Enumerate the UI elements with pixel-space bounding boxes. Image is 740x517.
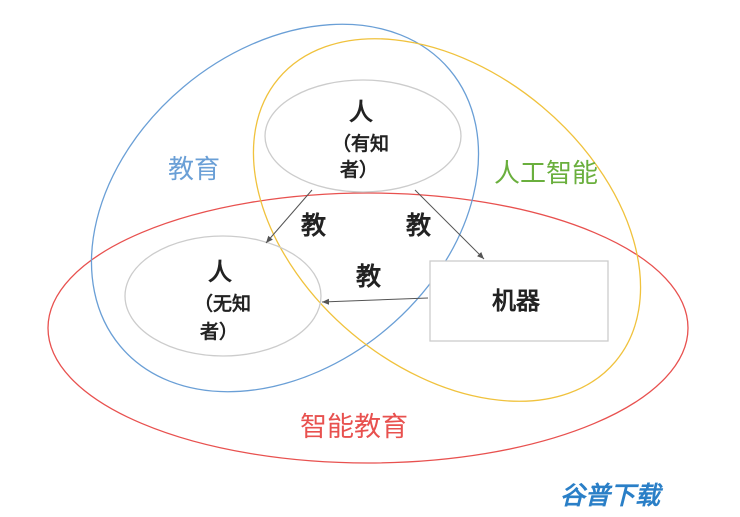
knower-node [264,79,462,193]
smart-education-label: 智能教育 [300,412,408,443]
edge-label-knower-learner: 教 [301,211,327,240]
knower-line2: 者） [340,158,378,181]
arrow-knower-to-learner [265,189,313,244]
arrow-machine-to-learner [321,297,429,305]
ai-oval [252,38,642,402]
learner-title: 人 [208,257,232,286]
learner-node [124,235,322,357]
watermark-text: 谷普下载 [560,481,664,510]
smart-education-oval [47,192,689,464]
edge-label-machine-learner: 教 [356,262,382,291]
learner-line1: （无知 [194,292,251,315]
education-label: 教育 [168,155,220,185]
machine-node [429,260,609,342]
knower-line1: （有知 [332,132,389,155]
ai-label: 人工智能 [494,159,598,189]
arrow-knower-to-machine [414,189,485,260]
machine-label: 机器 [492,286,541,315]
edge-label-knower-machine: 教 [406,211,432,240]
knower-title: 人 [349,97,373,126]
education-oval [90,23,480,393]
learner-line2: 者） [200,320,238,343]
